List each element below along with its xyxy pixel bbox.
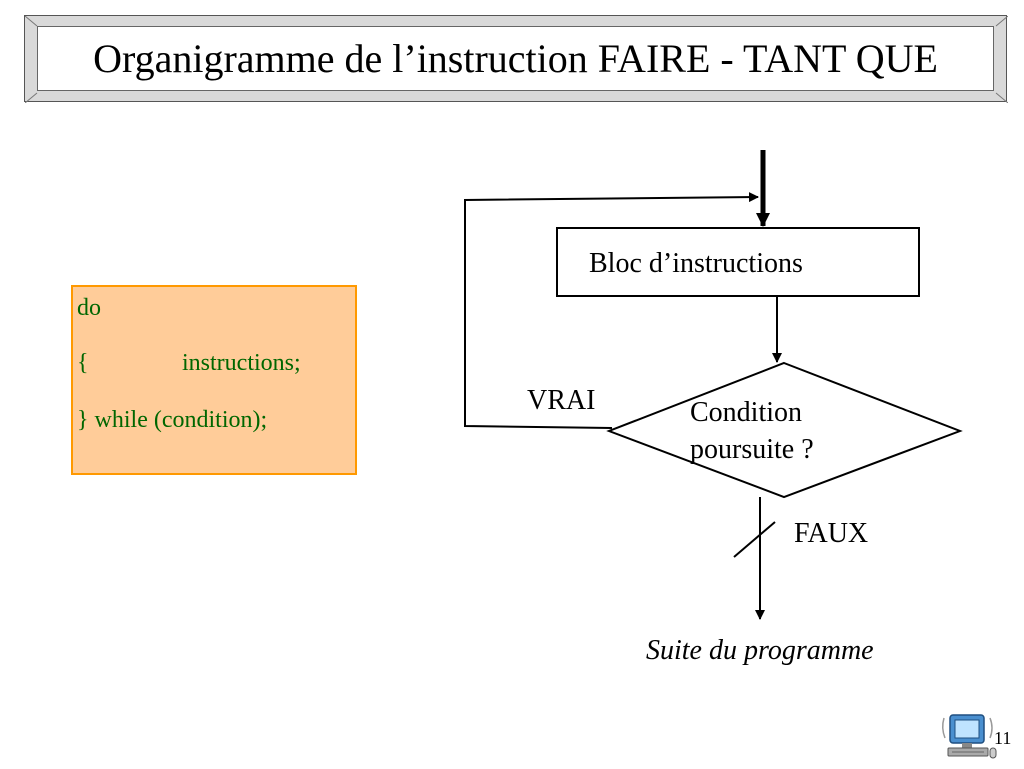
- true-label: VRAI: [527, 385, 596, 416]
- code-box: do { instructions; } while (condition);: [71, 285, 357, 475]
- next-program-label: Suite du programme: [646, 635, 874, 666]
- condition-diamond: [606, 361, 963, 499]
- computer-icon: [940, 712, 1000, 769]
- code-line-while: } while (condition);: [77, 407, 268, 433]
- condition-label: Condition poursuite ?: [690, 394, 814, 468]
- page-number: 11: [994, 728, 1012, 748]
- code-open-brace: {: [77, 350, 89, 376]
- block-label: Bloc d’instructions: [589, 248, 803, 279]
- code-line-brace: { instructions;: [77, 350, 347, 377]
- instruction-block: [556, 227, 920, 297]
- loop-back-arrow: [464, 192, 759, 429]
- false-label: FAUX: [794, 518, 869, 549]
- title-panel: Organigramme de l’instruction FAIRE - TA…: [37, 26, 994, 91]
- condition-line-1: Condition: [690, 397, 803, 428]
- title-frame: Organigramme de l’instruction FAIRE - TA…: [24, 15, 1008, 103]
- condition-line-2: poursuite ?: [690, 434, 814, 465]
- exit-slash: [733, 521, 776, 558]
- code-line-do: do: [77, 295, 101, 321]
- page-title: Organigramme de l’instruction FAIRE - TA…: [93, 36, 938, 81]
- title-bevel: [25, 16, 1008, 103]
- code-instructions: instructions;: [182, 350, 301, 376]
